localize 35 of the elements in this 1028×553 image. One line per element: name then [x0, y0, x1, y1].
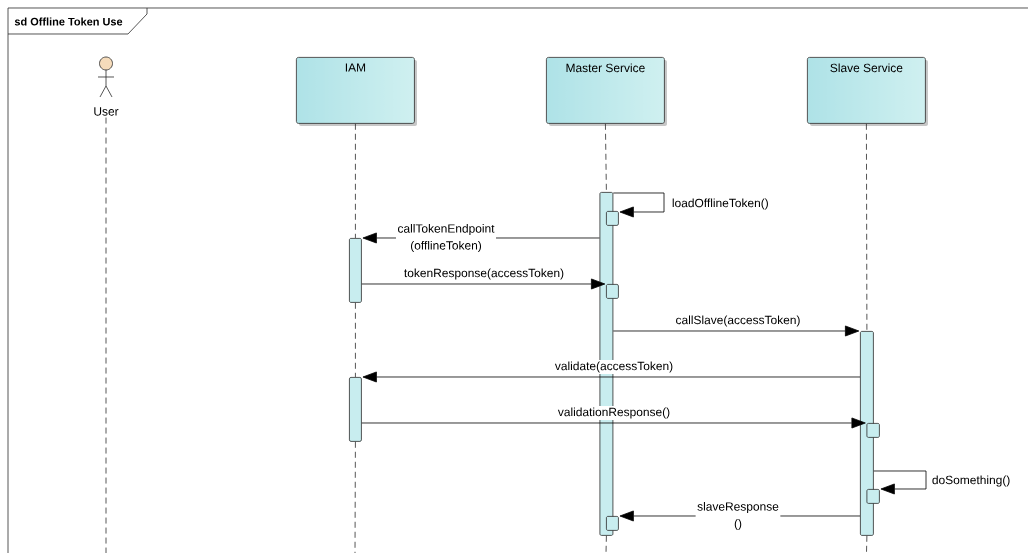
lifeline-head: Master Service — [546, 57, 667, 126]
lifeline — [354, 441, 356, 553]
message-arrow — [612, 325, 860, 337]
lifeline — [105, 117, 107, 553]
message-label: tokenResponse(accessToken) — [402, 266, 566, 282]
lifeline — [866, 123, 868, 332]
lifeline-head: Slave Service — [807, 57, 928, 126]
activation-bar — [606, 211, 619, 226]
lifeline — [866, 535, 868, 553]
message-arrow — [361, 278, 606, 290]
message-label: validate(accessToken) — [553, 359, 675, 375]
activation-bar — [860, 331, 874, 536]
message-label: callTokenEndpoint (offlineToken) — [396, 222, 496, 254]
self-message-arrow — [873, 470, 927, 495]
lifeline — [355, 123, 356, 239]
activation-bar — [866, 489, 880, 504]
activation-bar — [866, 423, 880, 438]
lifeline-head: IAM — [296, 57, 417, 126]
message-label: doSomething() — [930, 473, 1012, 489]
lifeline — [605, 535, 607, 553]
frame-title: sd Offline Token Use — [7, 7, 148, 35]
activation-bar — [606, 284, 619, 299]
message-label: callSlave(accessToken) — [674, 313, 802, 329]
activation-bar — [349, 377, 362, 442]
message-label: validationResponse() — [556, 405, 672, 421]
self-message-arrow — [612, 192, 665, 218]
lifeline — [355, 302, 356, 378]
message-arrow — [362, 371, 861, 383]
activation-bar — [606, 516, 619, 531]
actor-name: User — [94, 107, 119, 116]
message-label: slaveResponse () — [695, 500, 781, 532]
message-label: loadOfflineToken() — [670, 196, 771, 212]
message-arrow — [361, 417, 866, 429]
lifeline — [605, 123, 607, 193]
activation-bar — [349, 238, 362, 303]
